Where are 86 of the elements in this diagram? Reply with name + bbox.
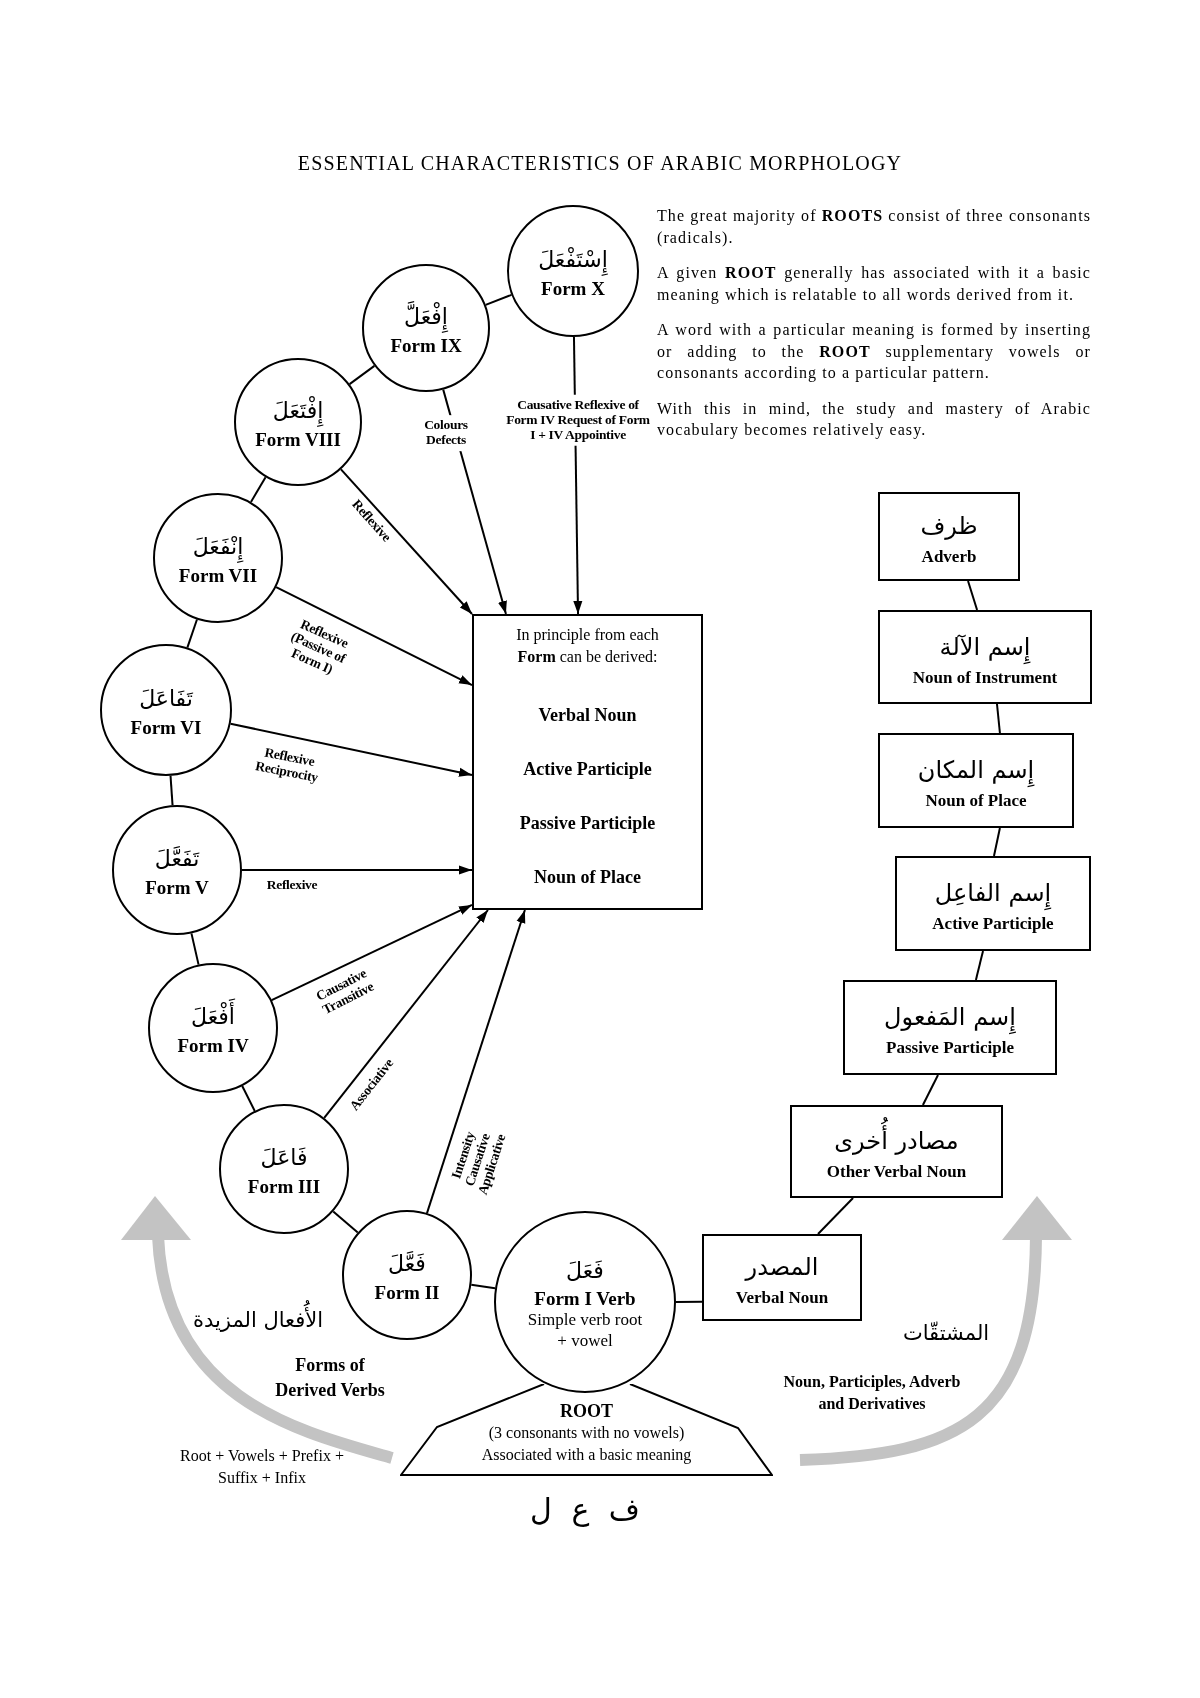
connector-line (921, 1074, 939, 1106)
intro-text: In principle from each Form can be derived: (515, 625, 660, 667)
connector-line (675, 1300, 703, 1303)
arabic-heading: المشتقّات (902, 1320, 990, 1348)
arabic-term: إِسم المكان (917, 755, 1035, 789)
derivative-box (895, 856, 1091, 951)
title: ESSENTIAL CHARACTERISTICS OF ARABIC MORPHOLOGY (297, 151, 903, 175)
form-name: Form IV (177, 1034, 249, 1057)
connector-line (484, 293, 513, 306)
connector-line (974, 950, 984, 981)
arabic-pattern: تَفَاعَلَ (139, 685, 193, 714)
connector-line (817, 1197, 855, 1235)
connector-line (967, 580, 979, 611)
arabic-pattern: إِسْتَفْعَلَ (538, 242, 608, 278)
derived-form-name: Active Participle (523, 758, 652, 782)
root-description: Associated with a basic meaning (481, 1444, 692, 1465)
form-name: Form VII (178, 564, 258, 587)
connector-line (470, 1283, 497, 1290)
arrow (275, 586, 473, 687)
form-name: Form VIII (255, 428, 341, 451)
connector-line (996, 703, 1001, 734)
root-description: (3 consonants with no vowels) (488, 1423, 685, 1444)
arabic-pattern: إِفْتَعَلَ (272, 393, 324, 429)
arrow (241, 865, 473, 875)
form-name: Form III (247, 1175, 321, 1198)
arabic-pattern: إِفْعَلَّ (404, 299, 448, 335)
paragraph: A given ROOT generally has associated with it a basic meaning which is relatable to all words derived from it. (657, 263, 1091, 305)
connector-line (993, 827, 1001, 857)
edge-label: Reflexive (266, 877, 318, 893)
arabic-term: المصدر (745, 1252, 819, 1284)
connector-line (348, 364, 376, 386)
caption: Root + Vowels + Prefix + Suffix + Infix (179, 1446, 345, 1488)
derived-form-name: Verbal Noun (538, 704, 637, 728)
derivative-box (878, 610, 1092, 704)
root-title: ROOT (560, 1400, 613, 1422)
caption: Noun, Participles, Adverb and Derivatives (782, 1371, 962, 1414)
term-name: Active Participle (932, 914, 1054, 935)
arabic-pattern: أَفْعَلَ (191, 999, 235, 1035)
form-name: Form X (541, 277, 605, 300)
term-name: Adverb (921, 547, 977, 568)
arrow (270, 903, 473, 1002)
term-name: Noun of Place (925, 791, 1027, 812)
derivative-box (843, 980, 1057, 1075)
derivative-box (878, 733, 1074, 828)
term-name: Noun of Instrument (912, 667, 1058, 689)
arabic-pattern: فَعَلَ (566, 1257, 604, 1286)
connector-line (190, 932, 200, 966)
arabic-term: إِسم المَفعول (884, 1002, 1016, 1036)
derivation-box (472, 614, 703, 910)
form-name: Form II (374, 1281, 440, 1304)
connector-line (169, 774, 174, 807)
arabic-pattern: إِنْفَعَلَ (192, 529, 244, 565)
root-trapezoid (400, 1384, 773, 1476)
arabic-term: إِسم الفاعِل (934, 878, 1052, 912)
derivative-box (878, 492, 1020, 581)
arabic-pattern: فَاعَلَ (260, 1144, 308, 1173)
connector-line (241, 1085, 256, 1112)
connector-line (332, 1210, 359, 1234)
arabic-pattern: فَعَّلَ (388, 1250, 426, 1279)
derived-form-name: Noun of Place (534, 866, 641, 890)
form-name: Form I Verb (534, 1288, 636, 1311)
derivative-box (790, 1105, 1003, 1198)
form-description: Simple verb root + vowel (526, 1310, 644, 1351)
arabic-pattern: تَفَعَّلَ (154, 845, 200, 874)
arrow (340, 468, 473, 615)
term-name: Verbal Noun (735, 1288, 829, 1309)
arabic-term: ظرف (920, 511, 978, 543)
paragraph: A word with a particular meaning is formed by inserting or adding to the ROOT supplementary vowels or consonants according to a particular pattern. (657, 320, 1091, 384)
connector-line (249, 476, 267, 503)
arrow (229, 722, 473, 777)
caption: Forms of Derived Verbs (274, 1353, 386, 1402)
root-letters: ف ع ل (530, 1491, 640, 1529)
form-name: Form VI (130, 716, 202, 739)
arabic-heading: الأُفعال المزيدة (192, 1302, 324, 1340)
paragraph: The great majority of ROOTS consist of three consonants (radicals). (657, 206, 1091, 248)
form-name: Form IX (390, 334, 462, 357)
form-name: Form V (145, 876, 209, 899)
term-name: Other Verbal Noun (826, 1162, 967, 1183)
derived-form-name: Passive Participle (519, 812, 656, 836)
connector-line (186, 618, 198, 649)
arabic-term: إِسم الآلة (939, 625, 1031, 668)
derivative-box (702, 1234, 862, 1321)
term-name: Passive Participle (886, 1038, 1014, 1059)
arrow (323, 909, 489, 1119)
paragraph: With this in mind, the study and mastery of Arabic vocabulary becomes relatively easy. (657, 398, 1091, 441)
arrow (426, 909, 526, 1215)
